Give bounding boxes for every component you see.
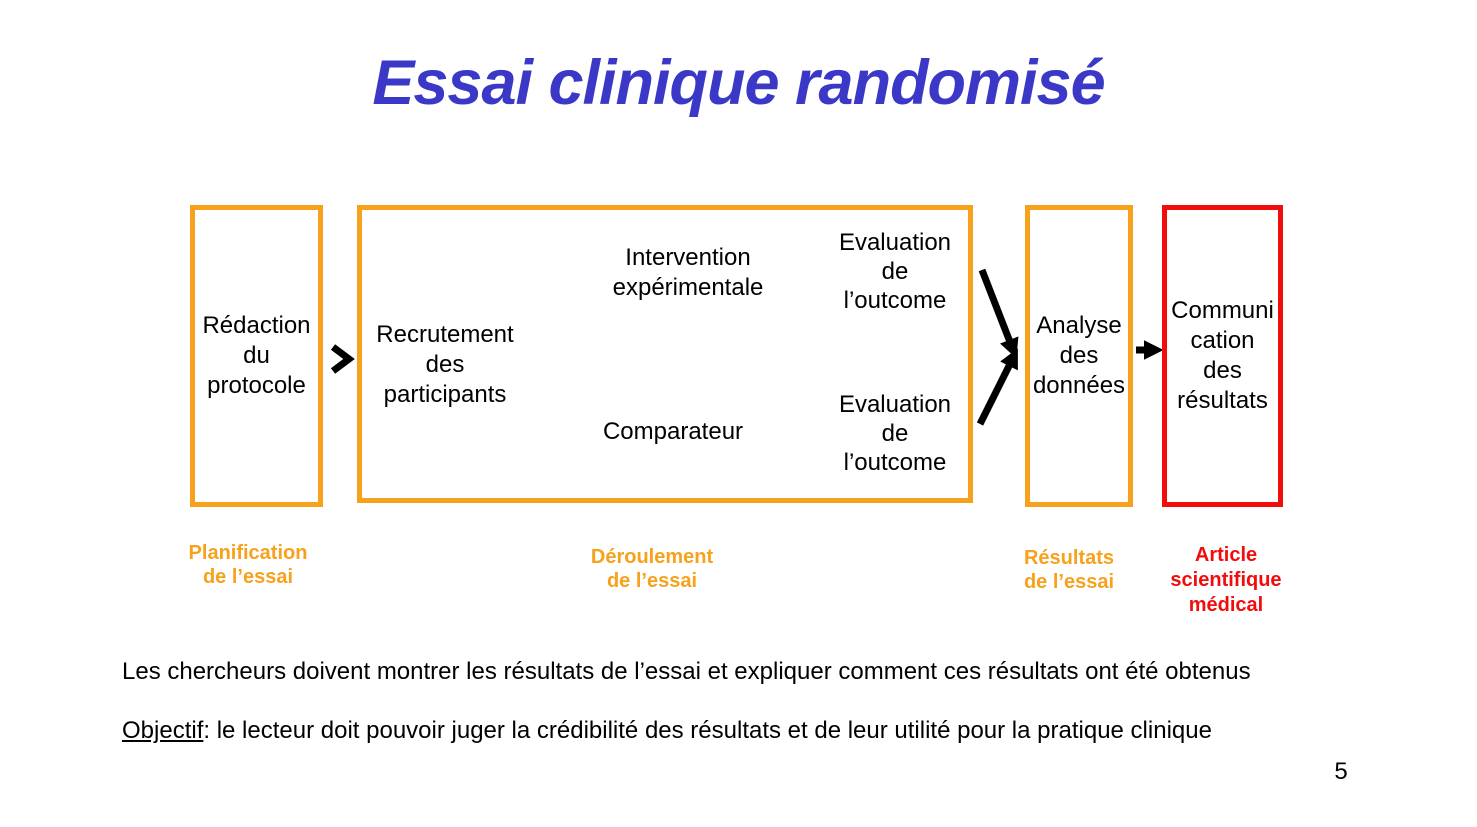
communication-resultats-label: Communi cation des résultats: [1171, 297, 1274, 414]
caption-article-scientifique: Article scientifique médical: [1170, 544, 1282, 616]
page-number: 5: [1334, 758, 1348, 785]
caption-planification-essai: Planification de l’essai: [188, 542, 308, 588]
note-chercheurs: Les chercheurs doivent montrer les résul…: [122, 658, 1251, 685]
objectif-text: : le lecteur doit pouvoir juger la crédi…: [203, 717, 1212, 744]
recrutement-participants-label: Recrutement des participants: [376, 321, 514, 408]
redaction-protocole-label: Rédaction du protocole: [202, 312, 311, 399]
box-communication-resultats: Communi cation des résultats: [1162, 205, 1283, 507]
evaluation-outcome-top-label: Evaluation de l’outcome: [838, 229, 952, 314]
arrow-evaltop-to-analyse: [978, 268, 1019, 359]
arrow-protocole-to-recrutement: [330, 344, 355, 374]
box-redaction-protocole: Rédaction du protocole: [190, 205, 323, 507]
box-deroulement-essai: [357, 205, 973, 503]
box-analyse-donnees: Analyse des données: [1025, 205, 1133, 507]
slide-title: Essai clinique randomisé: [372, 48, 1105, 118]
comparateur-label: Comparateur: [602, 418, 744, 445]
analyse-donnees-label: Analyse des données: [1032, 312, 1126, 399]
objectif-underlined: Objectif: [122, 717, 204, 744]
evaluation-outcome-bottom-label: Evaluation de l’outcome: [838, 391, 952, 476]
intervention-experimentale-label: Intervention expérimentale: [612, 244, 764, 301]
caption-resultats-essai: Résultats de l’essai: [1023, 547, 1115, 593]
caption-deroulement-essai: Déroulement de l’essai: [590, 546, 714, 592]
arrow-evalbottom-to-analyse: [976, 348, 1018, 426]
note-objectif: Objectif: le lecteur doit pouvoir juger …: [122, 717, 1212, 745]
